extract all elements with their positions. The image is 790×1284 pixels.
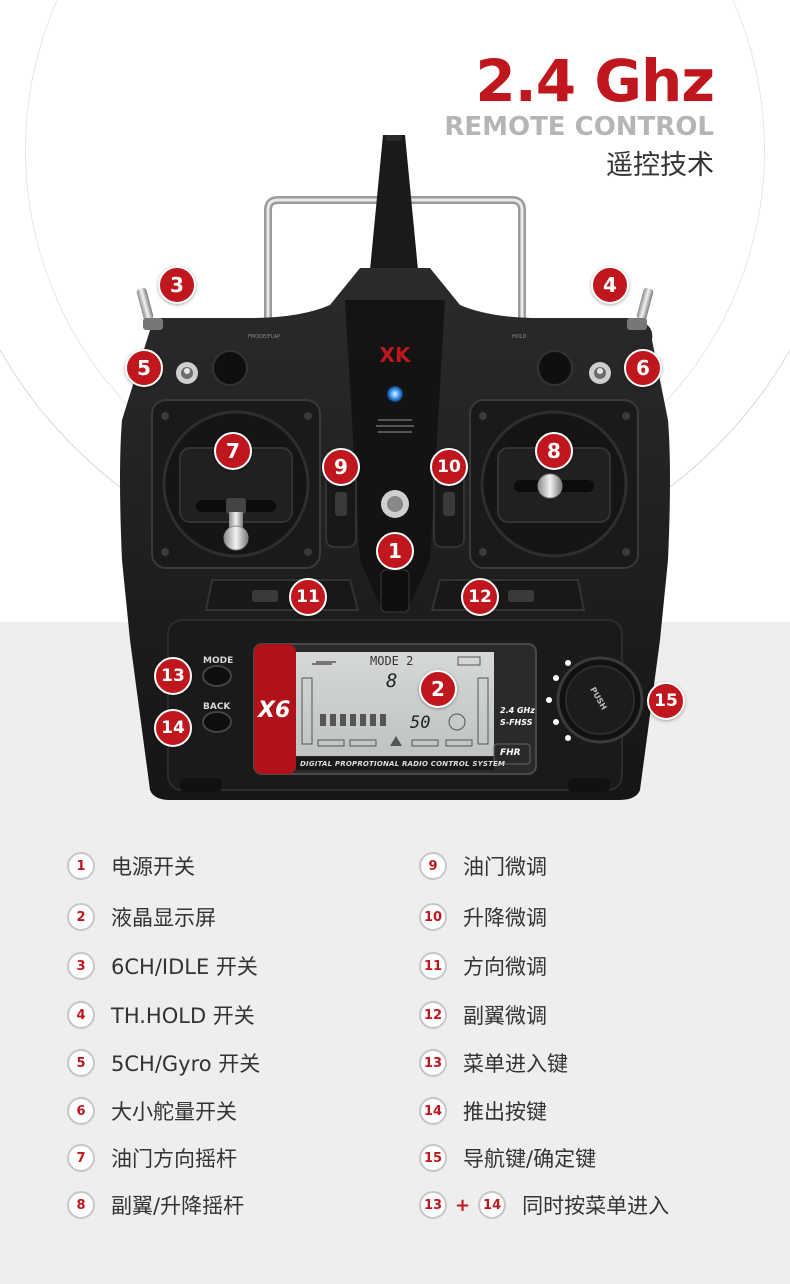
page-subtitle-cn: 遥控技术: [606, 150, 714, 181]
legend-number-badge: 15: [419, 1144, 447, 1172]
legend-label: 升降微调: [463, 906, 547, 930]
legend-number-badge: 6: [67, 1097, 95, 1125]
trim-aileron[interactable]: [430, 579, 586, 611]
status-led: [387, 386, 403, 402]
legend-item: 12 副翼微调: [419, 999, 547, 1031]
legend-label: 副翼微调: [463, 1004, 547, 1028]
lcd-value-bottom: 50: [410, 713, 431, 733]
switch-th-hold[interactable]: [627, 287, 654, 330]
trim-rudder[interactable]: [204, 579, 360, 611]
legend-item: 1 电源开关: [67, 850, 195, 882]
lcd-mode-text: MODE 2: [370, 654, 414, 668]
legend-number-badge: 4: [67, 1001, 95, 1029]
legend-label: 6CH/IDLE 开关: [111, 955, 258, 979]
legend-number-badge: 7: [67, 1144, 95, 1172]
callout-2: 2: [419, 670, 457, 708]
legend-label: 同时按菜单进入: [522, 1194, 670, 1218]
legend-label: 电源开关: [111, 855, 195, 879]
gimbal-left[interactable]: [151, 399, 321, 569]
legend-item: 13 菜单进入键: [419, 1047, 568, 1079]
legend-number-badge: 2: [67, 903, 95, 931]
shoulder-knob-right[interactable]: [537, 350, 573, 386]
legend-label: 油门方向摇杆: [111, 1147, 237, 1171]
legend-number-badge: 13: [419, 1191, 447, 1219]
legend-item: 6 大小舵量开关: [67, 1095, 237, 1127]
legend-number-badge: 8: [67, 1191, 95, 1219]
legend-label: 5CH/Gyro 开关: [111, 1052, 261, 1076]
callout-10: 10: [430, 448, 468, 486]
callout-12: 12: [461, 578, 499, 616]
antenna-label-right: HOLD: [512, 334, 527, 340]
legend-item: 9 油门微调: [419, 850, 547, 882]
legend-item: 15 导航键/确定键: [419, 1142, 596, 1174]
speaker-grille: [376, 419, 414, 433]
brand-small: FHR: [500, 748, 521, 758]
nav-indicator-dots: [546, 660, 571, 741]
callout-4: 4: [591, 266, 629, 304]
legend-item: 7 油门方向摇杆: [67, 1142, 237, 1174]
back-button[interactable]: [202, 711, 232, 733]
callout-8: 8: [535, 432, 573, 470]
legend-label: 副翼/升降摇杆: [111, 1194, 245, 1218]
legend-item: 3 6CH/IDLE 开关: [67, 950, 258, 982]
legend-label: 油门微调: [463, 855, 547, 879]
gimbal-right[interactable]: [469, 399, 639, 569]
model-badge: X6: [258, 698, 291, 723]
callout-5: 5: [125, 349, 163, 387]
legend-label: TH.HOLD 开关: [111, 1004, 255, 1028]
legend-number-badge: 10: [419, 903, 447, 931]
callout-6: 6: [624, 349, 662, 387]
legend-label: 导航键/确定键: [463, 1147, 597, 1171]
legend-label: 液晶显示屏: [111, 906, 216, 930]
brand-logo: XK: [380, 343, 412, 367]
legend-number-badge: 14: [419, 1097, 447, 1125]
legend-plus-sign: +: [455, 1194, 471, 1216]
legend-number-badge: 12: [419, 1001, 447, 1029]
legend-number-badge: 13: [419, 1049, 447, 1077]
callout-1: 1: [376, 532, 414, 570]
legend-number-badge: 5: [67, 1049, 95, 1077]
callout-9: 9: [322, 448, 360, 486]
bottom-strip-text: DIGITAL PROPROTIONAL RADIO CONTROL SYSTE…: [300, 760, 506, 768]
back-button-label: BACK: [203, 702, 231, 712]
callout-14: 14: [154, 709, 192, 747]
legend-item: 4 TH.HOLD 开关: [67, 999, 255, 1031]
legend-label: 菜单进入键: [463, 1052, 568, 1076]
shoulder-knob-left[interactable]: [212, 350, 248, 386]
legend-item: 2 液晶显示屏: [67, 901, 216, 933]
page-title: 2.4 Ghz: [475, 47, 715, 115]
legend-label: 方向微调: [463, 955, 547, 979]
callout-15: 15: [647, 682, 685, 720]
legend-number-badge: 1: [67, 852, 95, 880]
lcd-value-top: 8: [386, 670, 398, 692]
power-switch[interactable]: [380, 490, 410, 613]
legend-label: 大小舵量开关: [111, 1100, 237, 1124]
legend-item: 10 升降微调: [419, 901, 547, 933]
antenna-label-left: FMODE/FLAP: [248, 334, 281, 340]
legend-number-badge: 11: [419, 952, 447, 980]
antenna: [370, 135, 418, 270]
callout-13: 13: [154, 657, 192, 695]
callout-7: 7: [214, 432, 252, 470]
mode-button[interactable]: [202, 665, 232, 687]
switch-dual-rate[interactable]: [589, 362, 611, 384]
nav-dial[interactable]: [556, 656, 644, 744]
legend-item: 14 推出按键: [419, 1095, 547, 1127]
band-label-2: S-FHSS: [500, 718, 533, 727]
legend-item: 8 副翼/升降摇杆: [67, 1189, 244, 1221]
legend-item: 11 方向微调: [419, 950, 547, 982]
callout-3: 3: [158, 266, 196, 304]
legend-number-badge: 3: [67, 952, 95, 980]
callout-11: 11: [289, 578, 327, 616]
mode-button-label: MODE: [203, 656, 234, 666]
legend-item-combo: 13 + 14 同时按菜单进入: [419, 1189, 669, 1221]
legend-number-badge: 14: [478, 1191, 507, 1219]
legend-number-badge: 9: [419, 852, 447, 880]
switch-6ch-idle[interactable]: [136, 287, 163, 330]
legend-item: 5 5CH/Gyro 开关: [67, 1047, 260, 1079]
legend-label: 推出按键: [463, 1100, 547, 1124]
page-subtitle: REMOTE CONTROL: [444, 112, 714, 142]
band-label-1: 2.4 GHz: [500, 706, 535, 715]
switch-5ch-gyro[interactable]: [176, 362, 198, 384]
